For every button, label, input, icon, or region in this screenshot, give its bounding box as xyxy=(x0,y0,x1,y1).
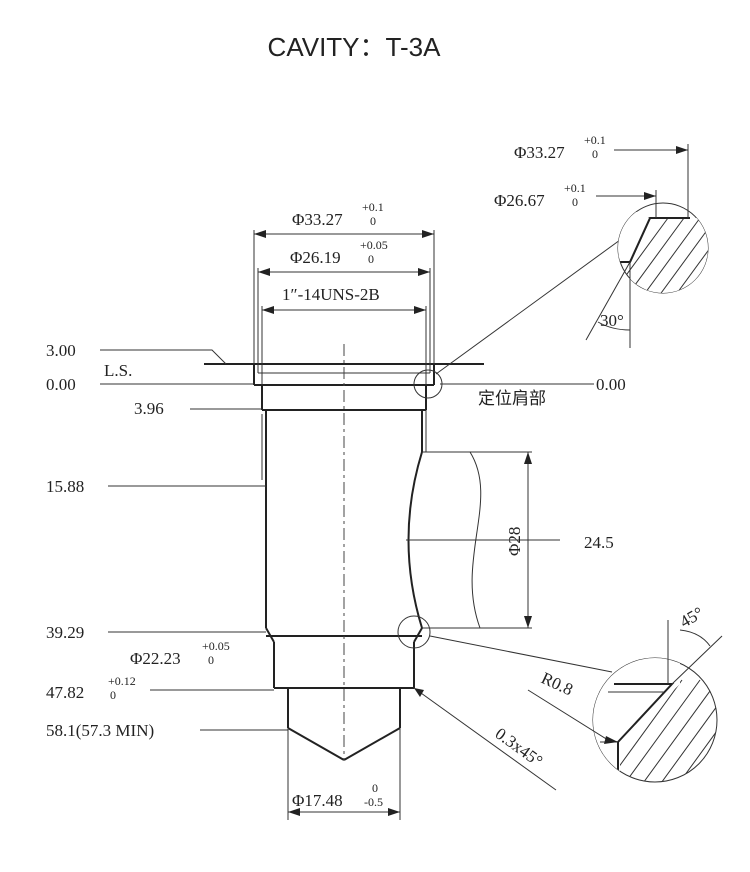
svg-text:0: 0 xyxy=(368,252,374,266)
dim-0-00-right: 0.00 xyxy=(596,375,626,394)
cavity-body xyxy=(204,344,484,761)
svg-text:+0.1: +0.1 xyxy=(362,200,384,214)
bottom-dimension: Φ17.48 0 -0.5 xyxy=(287,728,401,820)
port-center: 24.5 xyxy=(584,533,614,552)
detail-bottom: 45° R0.8 xyxy=(527,603,723,783)
svg-text:0: 0 xyxy=(110,688,116,702)
svg-text:0: 0 xyxy=(208,653,214,667)
drawing-title: CAVITY：T-3A xyxy=(268,32,442,62)
svg-text:+0.1: +0.1 xyxy=(564,181,586,195)
dim-39-29: 39.29 xyxy=(46,623,84,642)
top-dimensions: Φ33.27 +0.1 0 Φ26.19 +0.05 0 1″-14UNS-2B xyxy=(253,200,435,385)
detail-dia1: Φ33.27 xyxy=(514,143,565,162)
top-dia2: Φ26.19 xyxy=(290,248,341,267)
detail-angle: 30° xyxy=(600,311,624,330)
left-dimensions: 3.00 0.00 L.S. 3.96 15.88 39.29 Φ22.23 +… xyxy=(46,341,288,740)
shoulder-label: 定位肩部 xyxy=(478,389,546,409)
thread-spec: 1″-14UNS-2B xyxy=(282,285,380,304)
detail-angle-45: 45° xyxy=(677,603,707,631)
dim-15-88: 15.88 xyxy=(46,477,84,496)
side-port xyxy=(406,451,560,629)
right-dimensions: 0.00 定位肩部 Φ28 24.5 0.3x45° xyxy=(397,239,626,791)
detail-radius: R0.8 xyxy=(538,668,576,699)
dim-0-00: 0.00 xyxy=(46,375,76,394)
svg-text:0: 0 xyxy=(372,781,378,795)
svg-text:0: 0 xyxy=(572,195,578,209)
svg-text:0: 0 xyxy=(370,214,376,228)
dim-58-1: 58.1(57.3 MIN) xyxy=(46,721,154,740)
dim-3-96: 3.96 xyxy=(134,399,164,418)
dim-dia-17-48: Φ17.48 xyxy=(292,791,343,810)
detail-top: Φ33.27 +0.1 0 Φ26.67 +0.1 0 30° xyxy=(494,133,709,348)
svg-text:+0.1: +0.1 xyxy=(584,133,606,147)
detail-dia2: Φ26.67 xyxy=(494,191,545,210)
svg-text:0: 0 xyxy=(592,147,598,161)
svg-text:+0.12: +0.12 xyxy=(108,674,136,688)
dim-dia-22-23: Φ22.23 xyxy=(130,649,181,668)
port-dia: Φ28 xyxy=(505,527,524,556)
ls-label: L.S. xyxy=(104,361,132,380)
svg-text:+0.05: +0.05 xyxy=(360,238,388,252)
svg-text:-0.5: -0.5 xyxy=(364,795,383,809)
svg-text:+0.05: +0.05 xyxy=(202,639,230,653)
top-dia1: Φ33.27 xyxy=(292,210,343,229)
dim-3-00: 3.00 xyxy=(46,341,76,360)
dim-47-82: 47.82 xyxy=(46,683,84,702)
